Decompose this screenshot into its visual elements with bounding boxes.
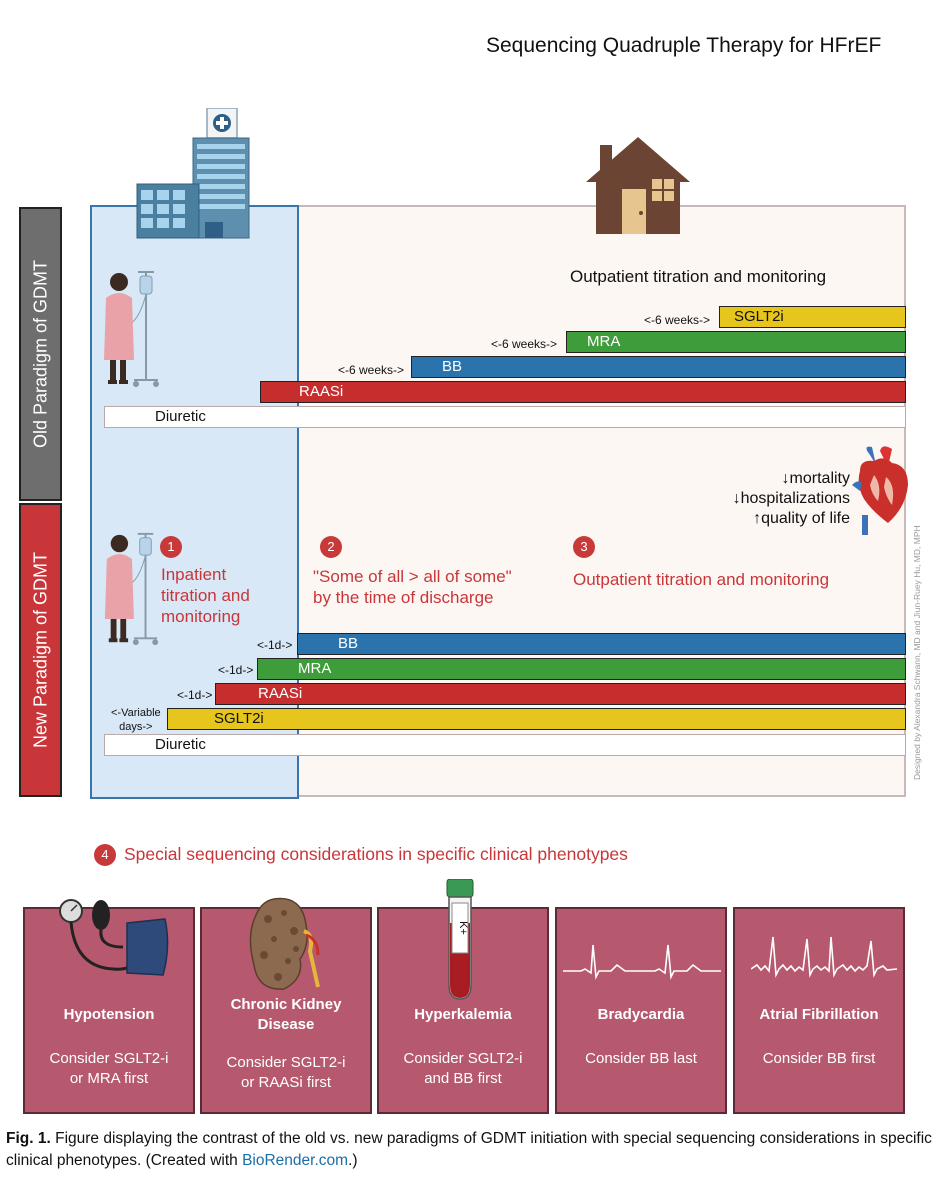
caption-text: Figure displaying the contrast of the ol… [6, 1130, 932, 1169]
card-name: Bradycardia [597, 1006, 685, 1023]
caption-end: .) [348, 1152, 358, 1169]
ecg-bradycardia-icon [563, 944, 721, 980]
figure-title: Sequencing Quadruple Therapy for HFrEF [486, 34, 882, 57]
gap-label-mra-new: <-1d-> [218, 663, 254, 677]
new-paradigm-label: New Paradigm of GDMT [19, 503, 62, 797]
card-atrial-fibrillation: Atrial Fibrillation Consider BB first [733, 907, 905, 1114]
bar-sglt2i-new: SGLT2i [167, 708, 906, 730]
patient-iv-icon [104, 271, 159, 387]
ecg-afib-icon [751, 936, 897, 978]
svg-text:K+: K+ [457, 921, 469, 935]
step-4-badge: 4 [94, 844, 116, 866]
bar-bb-new: BB [297, 633, 906, 655]
bar-mra: MRA [566, 331, 906, 353]
special-heading: Special sequencing considerations in spe… [124, 844, 628, 864]
bar-sglt2i: SGLT2i [719, 306, 906, 328]
biorender-link[interactable]: BioRender.com [242, 1152, 349, 1169]
gap-label-sglt2i-new: <-Variable days-> [111, 707, 161, 733]
step-1-text: Inpatient titration and monitoring [161, 565, 250, 626]
blood-tube-icon: K+ [446, 879, 474, 1000]
card-name: Atrial Fibrillation [759, 1006, 879, 1023]
hospital-icon [136, 108, 250, 239]
card-advice: Consider BB first [762, 1050, 876, 1067]
card-advice: Consider BB last [585, 1050, 697, 1067]
figure-caption: Fig. 1. Figure displaying the contrast o… [6, 1128, 941, 1172]
outcome-hospitalizations: ↓hospitalizations [732, 490, 850, 507]
caption-label: Fig. 1. [6, 1130, 51, 1147]
heart-icon [852, 446, 908, 535]
house-icon [586, 137, 690, 234]
outcome-mortality: ↓mortality [781, 470, 850, 487]
patient-iv-icon [104, 532, 159, 646]
step-3-badge: 3 [573, 536, 595, 558]
gap-label-bb: <-6 weeks-> [338, 363, 405, 377]
old-outpatient-heading: Outpatient titration and monitoring [570, 267, 827, 286]
gap-label-sglt2i: <-6 weeks-> [644, 313, 711, 327]
step-3-text: Outpatient titration and monitoring [573, 570, 830, 589]
old-paradigm-label: Old Paradigm of GDMT [19, 207, 62, 501]
blood-pressure-cuff-icon [59, 899, 169, 976]
bar-mra-new: MRA [257, 658, 906, 680]
card-bradycardia: Bradycardia Consider BB last [555, 907, 727, 1114]
gap-label-bb-new: <-1d-> [257, 638, 293, 652]
gap-label-mra: <-6 weeks-> [491, 337, 558, 351]
bar-raasi-new: RAASi [215, 683, 906, 705]
step-2-text: "Some of all > all of some" by the time … [313, 567, 512, 607]
bar-raasi: RAASi [260, 381, 906, 403]
gap-label-raasi-new: <-1d-> [177, 688, 213, 702]
bar-diuretic: Diuretic [104, 406, 906, 428]
card-name: Hypotension [63, 1006, 155, 1023]
design-credit: Designed by Alexandra Schwann, MD and Ji… [912, 525, 922, 780]
outcome-quality-of-life: ↑quality of life [753, 510, 850, 527]
card-name: Hyperkalemia [414, 1006, 512, 1023]
kidney-icon [249, 897, 320, 990]
step-1-badge: 1 [160, 536, 182, 558]
bar-diuretic-new: Diuretic [104, 734, 906, 756]
bar-bb: BB [411, 356, 906, 378]
step-2-badge: 2 [320, 536, 342, 558]
